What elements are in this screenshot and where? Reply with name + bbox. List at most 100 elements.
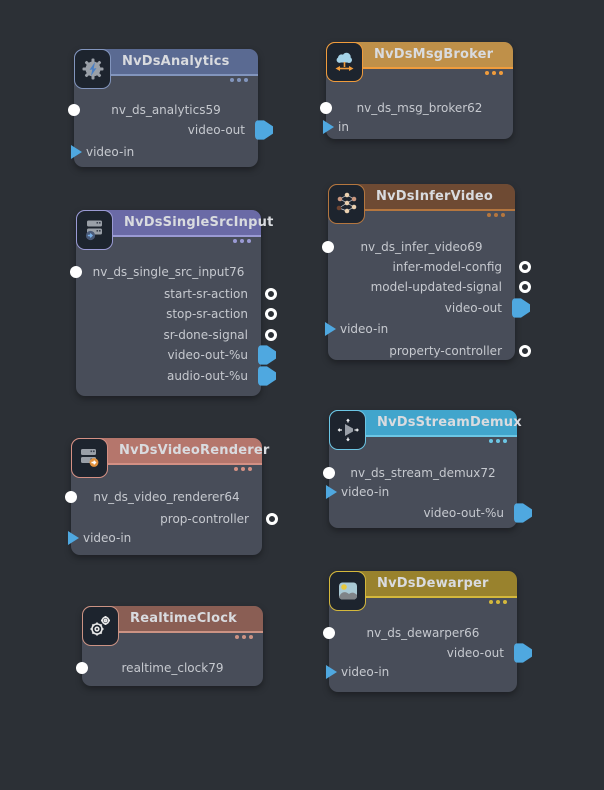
node-menu-dots[interactable] [233,239,251,243]
video-in-port[interactable] [325,665,337,679]
nv-ds-msg-broker62-port[interactable] [320,102,332,114]
gear-bolt-icon [74,49,111,89]
port-row: stop-sr-action [76,304,277,324]
port-row: infer-model-config [328,257,531,277]
video-out-%u-port[interactable] [258,345,276,365]
node-nvdsmsgbroker[interactable]: NvDsMsgBroker nv_ds_msg_broker6 [320,42,513,139]
node-menu-dots[interactable] [489,439,507,443]
node-menu-dots[interactable] [235,635,253,639]
port-label: video-out [187,123,245,137]
port-label: nv_ds_msg_broker62 [356,101,483,115]
port-label: video-in [83,531,132,545]
nv-ds-single-src-input76-port[interactable] [70,266,82,278]
gears-icon [82,606,119,646]
port-label: video-in [341,485,390,499]
node-menu-dots[interactable] [487,213,505,217]
port-row: realtime_clock79 [76,658,263,678]
port-row: nv_ds_stream_demux72 [323,463,517,483]
node-title: NvDsInferVideo [376,189,494,204]
port-row: nv_ds_single_src_input76 [70,262,261,282]
port-label: nv_ds_analytics59 [111,103,221,117]
port-row: in [322,117,513,137]
port-row: audio-out-%u [76,366,276,386]
port-label: video-out-%u [167,348,248,362]
node-nvdsvideorenderer[interactable]: NvDsVideoRenderer nv_ds_video_renderer64… [65,438,278,555]
nv-ds-stream-demux72-port[interactable] [323,467,335,479]
property-controller-port[interactable] [519,345,531,357]
stop-sr-action-port[interactable] [265,308,277,320]
port-row: nv_ds_analytics59 [68,100,258,120]
port-label: video-out [444,301,502,315]
node-realtimeclock[interactable]: RealtimeClock re [76,606,263,686]
audio-out-%u-port[interactable] [258,366,276,386]
port-row: model-updated-signal [328,277,531,297]
video-out-port[interactable] [512,298,530,318]
port-row: video-in [324,319,515,339]
port-label: video-out [446,646,504,660]
nv-ds-video-renderer64-port[interactable] [65,491,77,503]
port-row: start-sr-action [76,284,277,304]
port-label: property-controller [389,344,502,358]
port-row: video-out [329,643,532,663]
node-title: NvDsDewarper [377,576,489,591]
node-title: NvDsMsgBroker [374,47,494,62]
port-row: video-in [325,662,517,682]
port-row: video-in [70,142,258,162]
port-label: stop-sr-action [166,307,248,321]
node-menu-dots[interactable] [489,600,507,604]
port-row: video-in [67,528,262,548]
nv-ds-analytics59-port[interactable] [68,104,80,116]
realtime-clock79-port[interactable] [76,662,88,674]
port-row: video-out-%u [329,503,532,523]
node-menu-dots[interactable] [485,71,503,75]
video-out-port[interactable] [255,120,273,140]
model-updated-signal-port[interactable] [519,281,531,293]
node-title: NvDsSingleSrcInput [124,215,274,230]
prop-controller-port[interactable] [266,513,278,525]
start-sr-action-port[interactable] [265,288,277,300]
port-label: nv_ds_infer_video69 [360,240,483,254]
port-label: prop-controller [160,512,249,526]
sr-done-signal-port[interactable] [265,329,277,341]
nv-ds-dewarper66-port[interactable] [323,627,335,639]
port-label: nv_ds_single_src_input76 [92,265,245,279]
nv-ds-infer-video69-port[interactable] [322,241,334,253]
in-port[interactable] [322,120,334,134]
node-title: RealtimeClock [130,611,237,626]
port-row: sr-done-signal [76,325,277,345]
port-label: video-in [340,322,389,336]
node-title: NvDsAnalytics [122,54,230,69]
port-row: video-out [328,298,530,318]
port-label: video-in [341,665,390,679]
infer-model-config-port[interactable] [519,261,531,273]
demux-cone-icon [329,410,366,450]
port-label: nv_ds_video_renderer64 [93,490,240,504]
video-in-port[interactable] [70,145,82,159]
video-in-port[interactable] [325,485,337,499]
server-stack-arrow-icon [76,210,113,250]
port-label: in [338,120,349,134]
video-in-port[interactable] [324,322,336,336]
video-out-%u-port[interactable] [514,503,532,523]
video-in-port[interactable] [67,531,79,545]
node-nvdsdewarper[interactable]: NvDsDewarper nv_ds_dewarper66 video-out vi… [323,571,532,692]
node-title: NvDsVideoRenderer [119,443,270,458]
node-title: NvDsStreamDemux [377,415,522,430]
port-label: audio-out-%u [166,369,248,383]
landscape-image-icon [329,571,366,611]
port-row: nv_ds_dewarper66 [323,623,517,643]
node-nvdssinglesrcinput[interactable]: NvDsSingleSrcInput nv_ds_single_src_inpu… [70,210,277,396]
port-row: video-out [74,120,273,140]
port-row: prop-controller [71,509,278,529]
port-row: nv_ds_msg_broker62 [320,98,513,118]
video-out-port[interactable] [514,643,532,663]
port-label: model-updated-signal [370,280,502,294]
node-menu-dots[interactable] [234,467,252,471]
cloud-network-icon [326,42,363,82]
node-menu-dots[interactable] [230,78,248,82]
port-row: property-controller [328,341,531,361]
